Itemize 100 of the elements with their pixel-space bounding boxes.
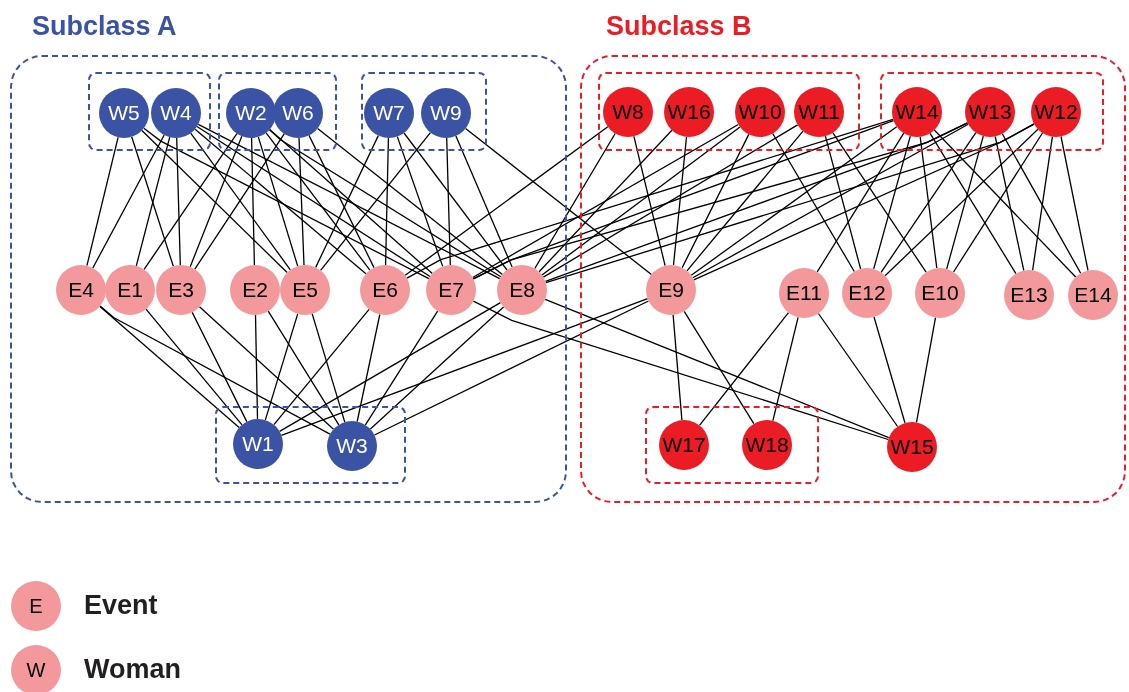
region-heading: Subclass A xyxy=(32,11,177,42)
woman-node: W10 xyxy=(735,87,785,137)
connector-line xyxy=(269,128,433,275)
legend-label: Event xyxy=(84,590,158,621)
connector-line xyxy=(265,132,371,271)
connector-line xyxy=(772,132,855,273)
connector-line xyxy=(690,126,898,276)
connector-line xyxy=(369,306,505,430)
connector-line xyxy=(817,312,899,428)
connector-line xyxy=(364,310,439,426)
group-frame xyxy=(215,406,406,484)
event-node: E11 xyxy=(779,268,829,318)
legend-swatch: E xyxy=(11,581,61,631)
connector-line xyxy=(542,124,799,278)
connector-line xyxy=(1060,135,1089,272)
connector-line xyxy=(884,128,1039,277)
event-node: E10 xyxy=(915,268,965,318)
woman-node: W2 xyxy=(226,88,276,138)
connector-line xyxy=(273,308,370,426)
woman-node: W4 xyxy=(151,88,201,138)
connector-line xyxy=(929,132,1017,275)
connector-line xyxy=(681,133,750,269)
connector-line xyxy=(946,135,984,270)
connector-line xyxy=(257,136,299,267)
connector-line xyxy=(278,301,502,433)
woman-node: W6 xyxy=(273,88,323,138)
event-node: E8 xyxy=(497,265,547,315)
connector-line xyxy=(534,132,616,270)
connector-line xyxy=(692,123,969,279)
group-frame xyxy=(88,72,211,151)
connector-line xyxy=(698,311,790,427)
connector-line xyxy=(268,129,502,278)
connector-line xyxy=(315,134,379,269)
connector-line xyxy=(319,131,432,272)
connector-line xyxy=(455,135,513,268)
group-frame xyxy=(645,406,819,484)
connector-line xyxy=(404,126,609,276)
event-node: E12 xyxy=(842,268,892,318)
group-frame xyxy=(361,72,487,151)
group-frame xyxy=(218,72,337,151)
connector-line xyxy=(384,137,390,266)
connector-line xyxy=(254,314,259,420)
connector-line xyxy=(994,135,1025,272)
woman-node: W12 xyxy=(1031,87,1081,137)
connector-line xyxy=(633,135,666,267)
connector-line xyxy=(544,298,890,439)
connector-line xyxy=(952,132,1044,273)
connector-line xyxy=(197,123,501,280)
connector-line xyxy=(672,314,683,421)
group-frame xyxy=(880,72,1104,151)
connector-line xyxy=(686,130,804,272)
connector-line xyxy=(176,137,181,266)
woman-node: W7 xyxy=(364,88,414,138)
connector-line xyxy=(919,136,938,269)
connector-line xyxy=(92,134,165,269)
connector-line xyxy=(86,136,119,267)
woman-node: W13 xyxy=(965,87,1015,137)
event-node: E4 xyxy=(56,265,106,315)
connector-line xyxy=(99,305,240,429)
connector-line xyxy=(832,132,927,273)
connector-line xyxy=(472,123,739,279)
woman-node: W17 xyxy=(659,420,709,470)
connector-line xyxy=(873,316,906,424)
connector-line xyxy=(873,135,911,270)
connector-line xyxy=(396,135,444,268)
connector-line xyxy=(141,129,288,274)
connector-line xyxy=(446,137,451,266)
woman-node: W1 xyxy=(233,419,283,469)
connector-line xyxy=(464,127,653,276)
woman-node: W5 xyxy=(99,88,149,138)
connector-line xyxy=(316,127,504,276)
event-node: E2 xyxy=(230,265,280,315)
event-node: E6 xyxy=(360,265,410,315)
connector-line xyxy=(280,298,649,436)
group-frame xyxy=(598,72,860,151)
connector-line xyxy=(824,135,862,270)
connector-line xyxy=(683,310,755,425)
connector-line xyxy=(198,306,335,430)
connector-line xyxy=(880,132,977,273)
connector-line xyxy=(145,308,243,426)
connector-line xyxy=(403,132,508,271)
connector-line xyxy=(308,134,375,269)
connector-line xyxy=(267,310,340,426)
connector-line xyxy=(933,129,1077,278)
connector-line xyxy=(373,300,650,436)
connector-line xyxy=(1031,136,1054,271)
event-node: E5 xyxy=(280,265,330,315)
connector-line xyxy=(672,136,688,266)
woman-node: W14 xyxy=(892,87,942,137)
woman-node: W16 xyxy=(664,87,714,137)
event-node: E9 xyxy=(646,265,696,315)
connector-line xyxy=(250,137,256,266)
event-node: E14 xyxy=(1068,270,1118,320)
connector-line xyxy=(99,305,331,435)
region-heading: Subclass B xyxy=(606,11,752,42)
connector-line xyxy=(816,132,905,273)
legend-swatch: W xyxy=(11,645,61,692)
legend-label: Woman xyxy=(84,654,181,685)
connector-line xyxy=(143,127,430,280)
connector-line xyxy=(311,313,346,423)
